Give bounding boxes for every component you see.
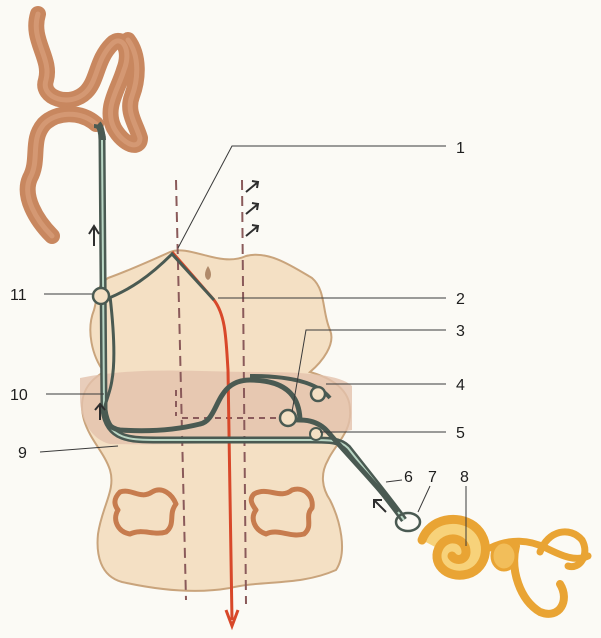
label-1: 1 [456, 140, 465, 157]
label-8: 8 [460, 469, 469, 486]
label-10: 10 [10, 387, 28, 404]
label-6: 6 [404, 469, 413, 486]
label-2: 2 [456, 291, 465, 308]
label-3: 3 [456, 323, 465, 340]
auditory-cortex [28, 14, 140, 236]
label-9: 9 [18, 445, 27, 462]
cochlea [422, 519, 588, 613]
label-11: 11 [10, 287, 27, 304]
label-4: 4 [456, 377, 465, 394]
label-7: 7 [428, 469, 437, 486]
descending-arrows [246, 181, 258, 236]
label-5: 5 [456, 425, 465, 442]
